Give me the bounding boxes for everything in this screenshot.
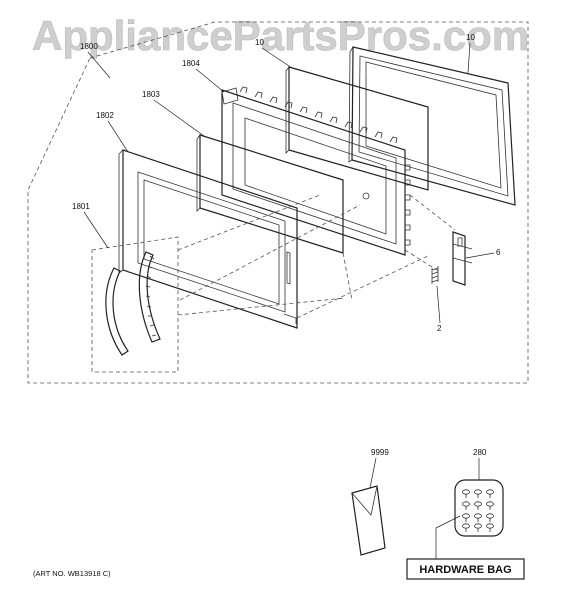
callout-panel-10: 10 <box>255 38 264 47</box>
callout-door-glass: 1803 <box>142 90 160 99</box>
choke-cover-box <box>91 236 179 373</box>
screw-icon <box>462 501 470 507</box>
screw-icon <box>486 501 494 507</box>
screw-icon <box>474 489 482 495</box>
callout-hardware: 280 <box>473 448 487 457</box>
door-assembly-outline <box>27 21 529 384</box>
spring-part <box>431 266 439 284</box>
screw-icon <box>474 523 482 529</box>
screw-icon <box>474 513 482 519</box>
callout-seal-10: 10 <box>466 33 475 42</box>
screw-icon <box>486 489 494 495</box>
callout-door-assembly: 1800 <box>80 42 98 51</box>
screw-icon <box>486 513 494 519</box>
screw-icon <box>474 501 482 507</box>
callout-choke-cover: 1801 <box>72 202 90 211</box>
envelope-part <box>351 485 386 556</box>
screw-icon <box>462 489 470 495</box>
screw-icon <box>486 523 494 529</box>
hardware-bag-part <box>454 479 504 537</box>
choke-cover-part <box>105 251 161 356</box>
hardware-bag-leader <box>435 515 461 559</box>
hardware-bag-label: HARDWARE BAG <box>419 564 511 576</box>
latch-part <box>452 231 473 286</box>
screw-icon <box>462 513 470 519</box>
assembly-guide-lines <box>177 194 456 319</box>
art-number: (ART NO. WB13918 C) <box>33 569 111 578</box>
callout-door-inner-panel: 1804 <box>182 59 200 68</box>
leader-lines <box>83 42 495 489</box>
callout-envelope: 9999 <box>371 448 389 457</box>
screw-icon <box>462 523 470 529</box>
inner-door-panel-part <box>221 86 411 256</box>
callout-door-frame: 1802 <box>96 111 114 120</box>
flat-panel-part <box>285 66 429 191</box>
hardware-bag-label-box <box>406 558 525 580</box>
callout-latch: 6 <box>496 248 501 257</box>
watermark-text: AppliancePartsPros.com <box>32 12 529 59</box>
callout-spring: 2 <box>437 324 442 333</box>
door-frame-part <box>118 149 298 329</box>
seal-frame-part <box>348 46 516 206</box>
